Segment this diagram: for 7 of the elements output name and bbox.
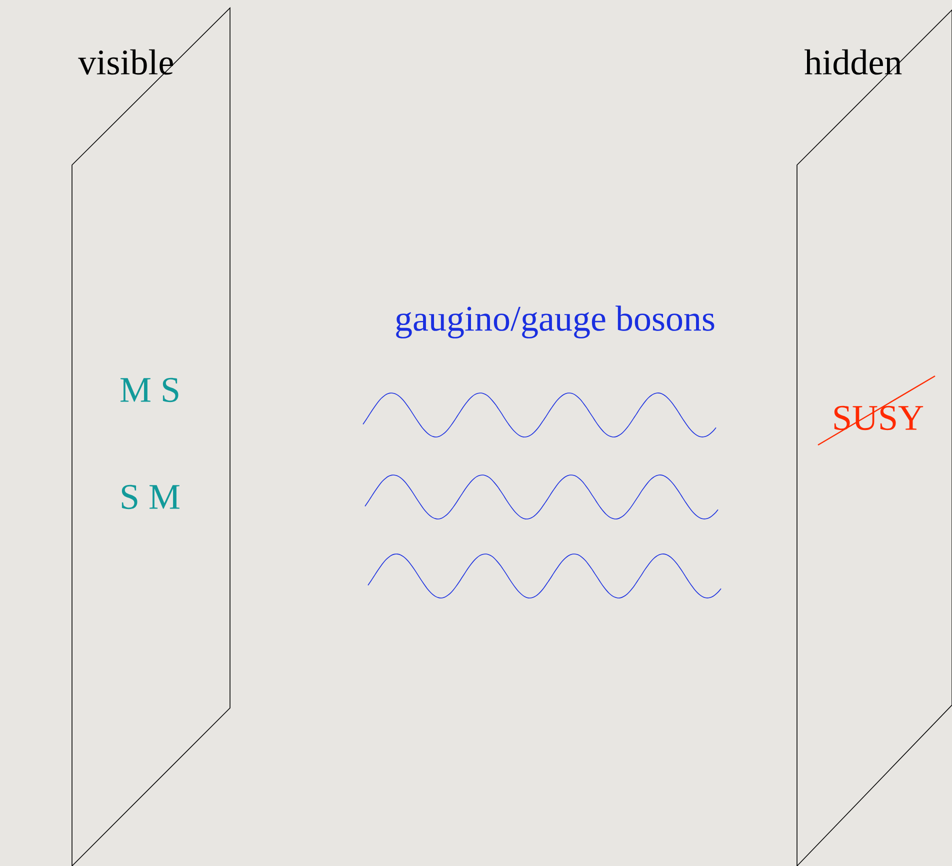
plane-title: hidden bbox=[804, 49, 902, 75]
plane-title: visible bbox=[78, 49, 173, 75]
particle-label: gaugino/gauge bosons bbox=[396, 306, 714, 338]
plane-label: S M bbox=[122, 484, 180, 510]
plane-drawing bbox=[796, 9, 952, 866]
plane-label: M S bbox=[120, 378, 178, 402]
plane-drawing bbox=[72, 7, 230, 866]
